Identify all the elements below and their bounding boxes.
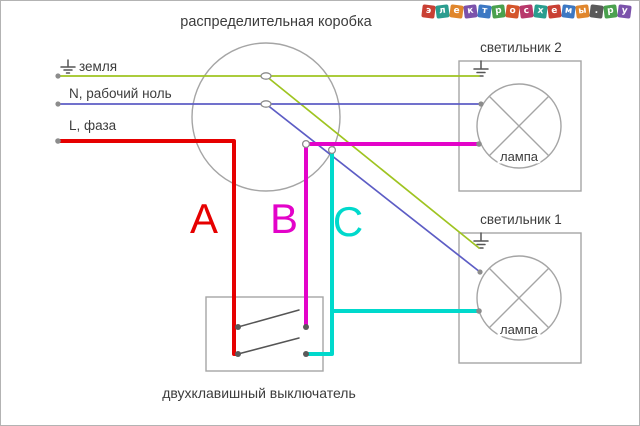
fixture-1-box [458,232,582,364]
switch-terminal [303,324,309,330]
fixture-1-lamp-cross [488,267,550,329]
ground-icon-fixture-1 [473,232,489,249]
switch-label: двухклавишный выключатель [162,385,355,401]
logo-tile: у [617,4,632,19]
fixture-1-label: светильник 1 [480,212,562,227]
logo-tile: р [603,4,618,19]
cable-a-label: А [190,195,218,242]
logo-tile: т [477,4,492,19]
switch-pole-2-blade [237,337,300,355]
logo-tile: е [547,4,562,19]
logo-tile: к [463,4,478,19]
wire-end-dot [476,141,482,147]
wire-end-dot [55,138,61,144]
logo-tile: л [435,4,450,19]
junction-box-circle [191,42,341,192]
neutral-label: N, рабочий ноль [69,86,172,101]
phase-wire [56,139,240,356]
cable-c-wire [304,148,481,356]
junction-box-label: распределительная коробка [180,14,372,30]
wire-end-dot [478,101,484,107]
switch-terminal [303,351,309,357]
switch-pole-1-blade [237,309,300,328]
ground-icon-fixture-2 [473,60,489,77]
logo-tile: м [561,4,576,19]
ground-label: земля [79,59,117,74]
fixture-2-lamp-cross [488,95,550,157]
fixture-2-label: светильник 2 [480,40,562,55]
logo-tile: о [505,4,520,19]
lamp-2-label: лампа [500,149,539,164]
switch-terminal [235,351,241,357]
fixture-1-lamp-circle [476,255,562,341]
switch-terminal [235,324,241,330]
wire-connector [327,145,337,155]
wire-connector [301,139,311,149]
ground-icon-label [60,59,76,74]
wire-end-dot [477,269,483,275]
wire-connector [260,72,272,80]
wire-end-dot [55,101,61,107]
logo-tile: х [533,4,548,19]
cable-c-label: С [333,198,363,245]
switch-box [205,296,324,372]
phase-label: L, фаза [69,118,117,133]
wire-end-dot [476,308,482,314]
logo-tile: е [449,4,464,19]
neutral-wire-branch [265,103,481,273]
logo-tile: ы [575,4,590,19]
wire-connector [260,100,272,108]
lamp-1-label: лампа [500,322,539,337]
logo-tile: р [491,4,506,19]
cable-b-label: В [270,195,298,242]
wire-end-dot [55,73,61,79]
logo-tile: с [519,4,534,19]
fixture-2-lamp-circle [476,83,562,169]
fixture-2-box [458,60,582,192]
logo-tile: э [421,4,436,19]
logo-tile: . [589,4,604,19]
